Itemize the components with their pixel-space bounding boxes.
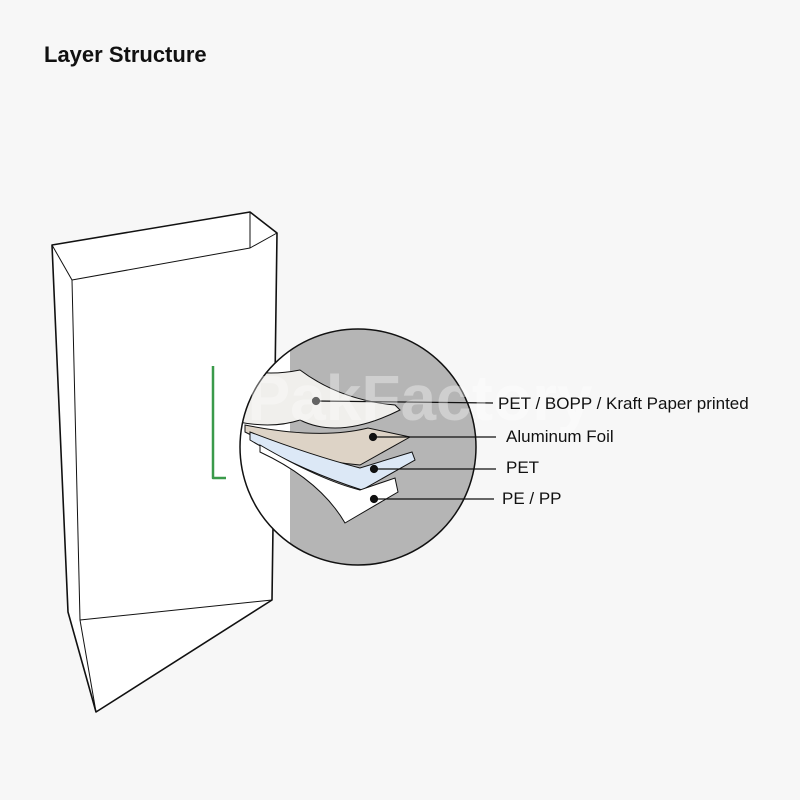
layer-label-foil: Aluminum Foil [506, 427, 614, 446]
zoom-circle [239, 328, 477, 566]
layer-label-outer: PET / BOPP / Kraft Paper printed [498, 394, 749, 413]
leader-lines [311, 396, 496, 504]
watermark-logo: PakFactory [247, 362, 592, 434]
diagram-title: Layer Structure [44, 42, 207, 67]
zoom-detail [240, 329, 476, 565]
pouch-illustration [51, 211, 278, 713]
layer-label-pe: PE / PP [502, 489, 562, 508]
layer-label-pet: PET [506, 458, 540, 477]
